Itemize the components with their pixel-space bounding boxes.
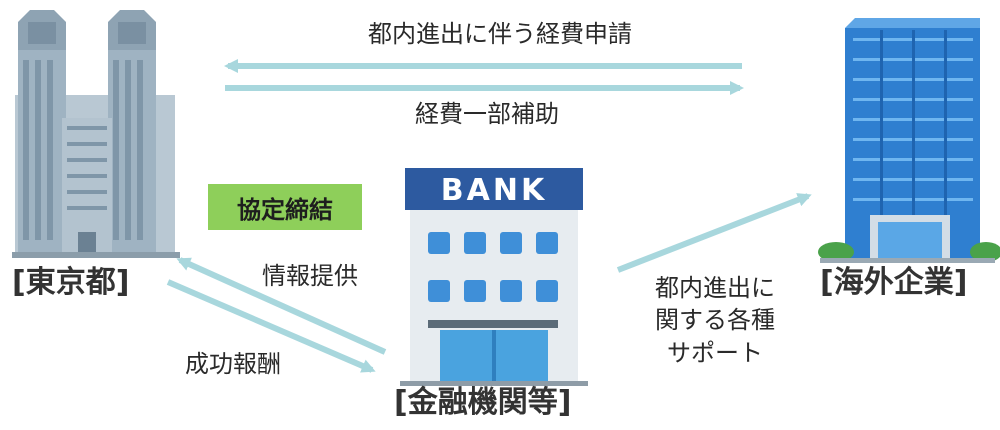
bank-building-icon — [400, 168, 588, 386]
support-line-2: 関する各種 — [655, 306, 775, 335]
tokyo-building-icon — [12, 10, 180, 258]
node-label-bank: [金融機関等] — [394, 385, 572, 420]
agreement-badge: 協定締結 — [208, 184, 362, 230]
arrow-support — [616, 193, 812, 273]
edge-label-support: 都内進出に 関する各種 サポート — [640, 272, 790, 369]
edge-label-info-provision: 情報提供 — [262, 262, 358, 290]
arrow-success-reward — [166, 279, 376, 373]
support-line-3: サポート — [667, 338, 763, 367]
node-label-tokyo: [東京都] — [12, 265, 130, 300]
edge-label-success-reward: 成功報酬 — [185, 350, 281, 378]
support-line-1: 都内進出に — [655, 274, 775, 302]
node-label-overseas: [海外企業] — [820, 265, 968, 300]
edge-label-expense-application: 都内進出に伴う経費申請 — [368, 20, 632, 48]
edge-label-expense-subsidy: 経費一部補助 — [415, 100, 559, 128]
arrow-info-provision — [176, 257, 387, 355]
overseas-company-building-icon — [818, 18, 1000, 263]
bank-sign-text: BANK — [441, 173, 547, 208]
